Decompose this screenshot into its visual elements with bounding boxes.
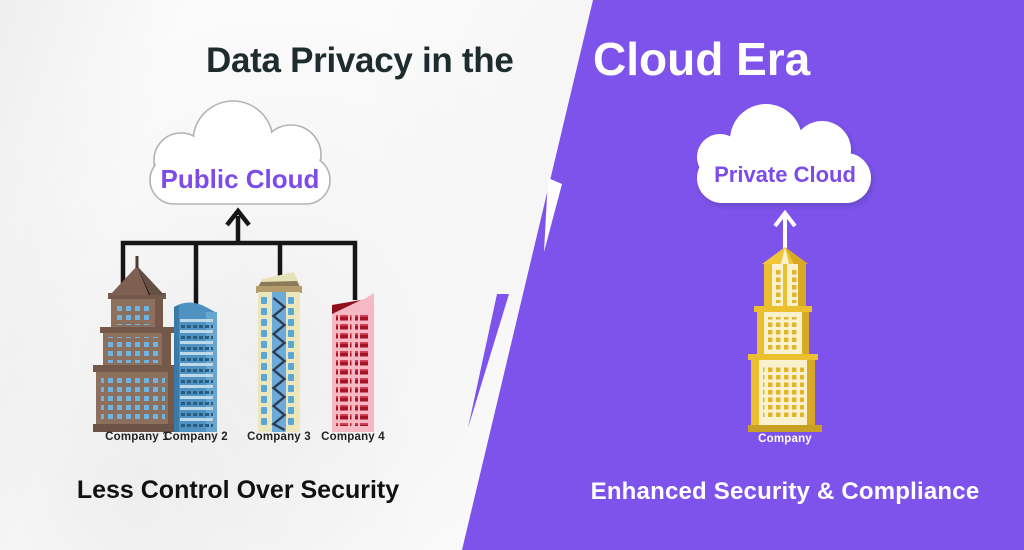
company-hq-building xyxy=(748,247,822,432)
public-cloud-label: Public Cloud xyxy=(160,163,320,194)
company-3-label: Company 3 xyxy=(247,431,311,443)
arrow-up-icon xyxy=(773,209,797,252)
company-2-building xyxy=(174,302,217,432)
arrow-up-icon xyxy=(225,207,251,227)
company-2-label: Company 2 xyxy=(164,431,228,443)
page-title-prefix: Data Privacy in the xyxy=(206,41,514,80)
company-4-building xyxy=(332,293,374,432)
company-4-label: Company 4 xyxy=(321,431,385,443)
company-3-building xyxy=(256,272,302,432)
company-1-building xyxy=(93,256,182,432)
company-hq-label: Company xyxy=(758,433,812,445)
public-cloud-icon xyxy=(149,100,331,205)
private-cloud-label: Private Cloud xyxy=(714,162,856,187)
company-1-label: Company 1 xyxy=(105,431,169,443)
right-caption: Enhanced Security & Compliance xyxy=(590,478,980,505)
private-cloud-icon xyxy=(697,104,871,203)
left-caption: Less Control Over Security xyxy=(76,476,400,504)
page-title-highlight: Cloud Era xyxy=(593,33,811,85)
